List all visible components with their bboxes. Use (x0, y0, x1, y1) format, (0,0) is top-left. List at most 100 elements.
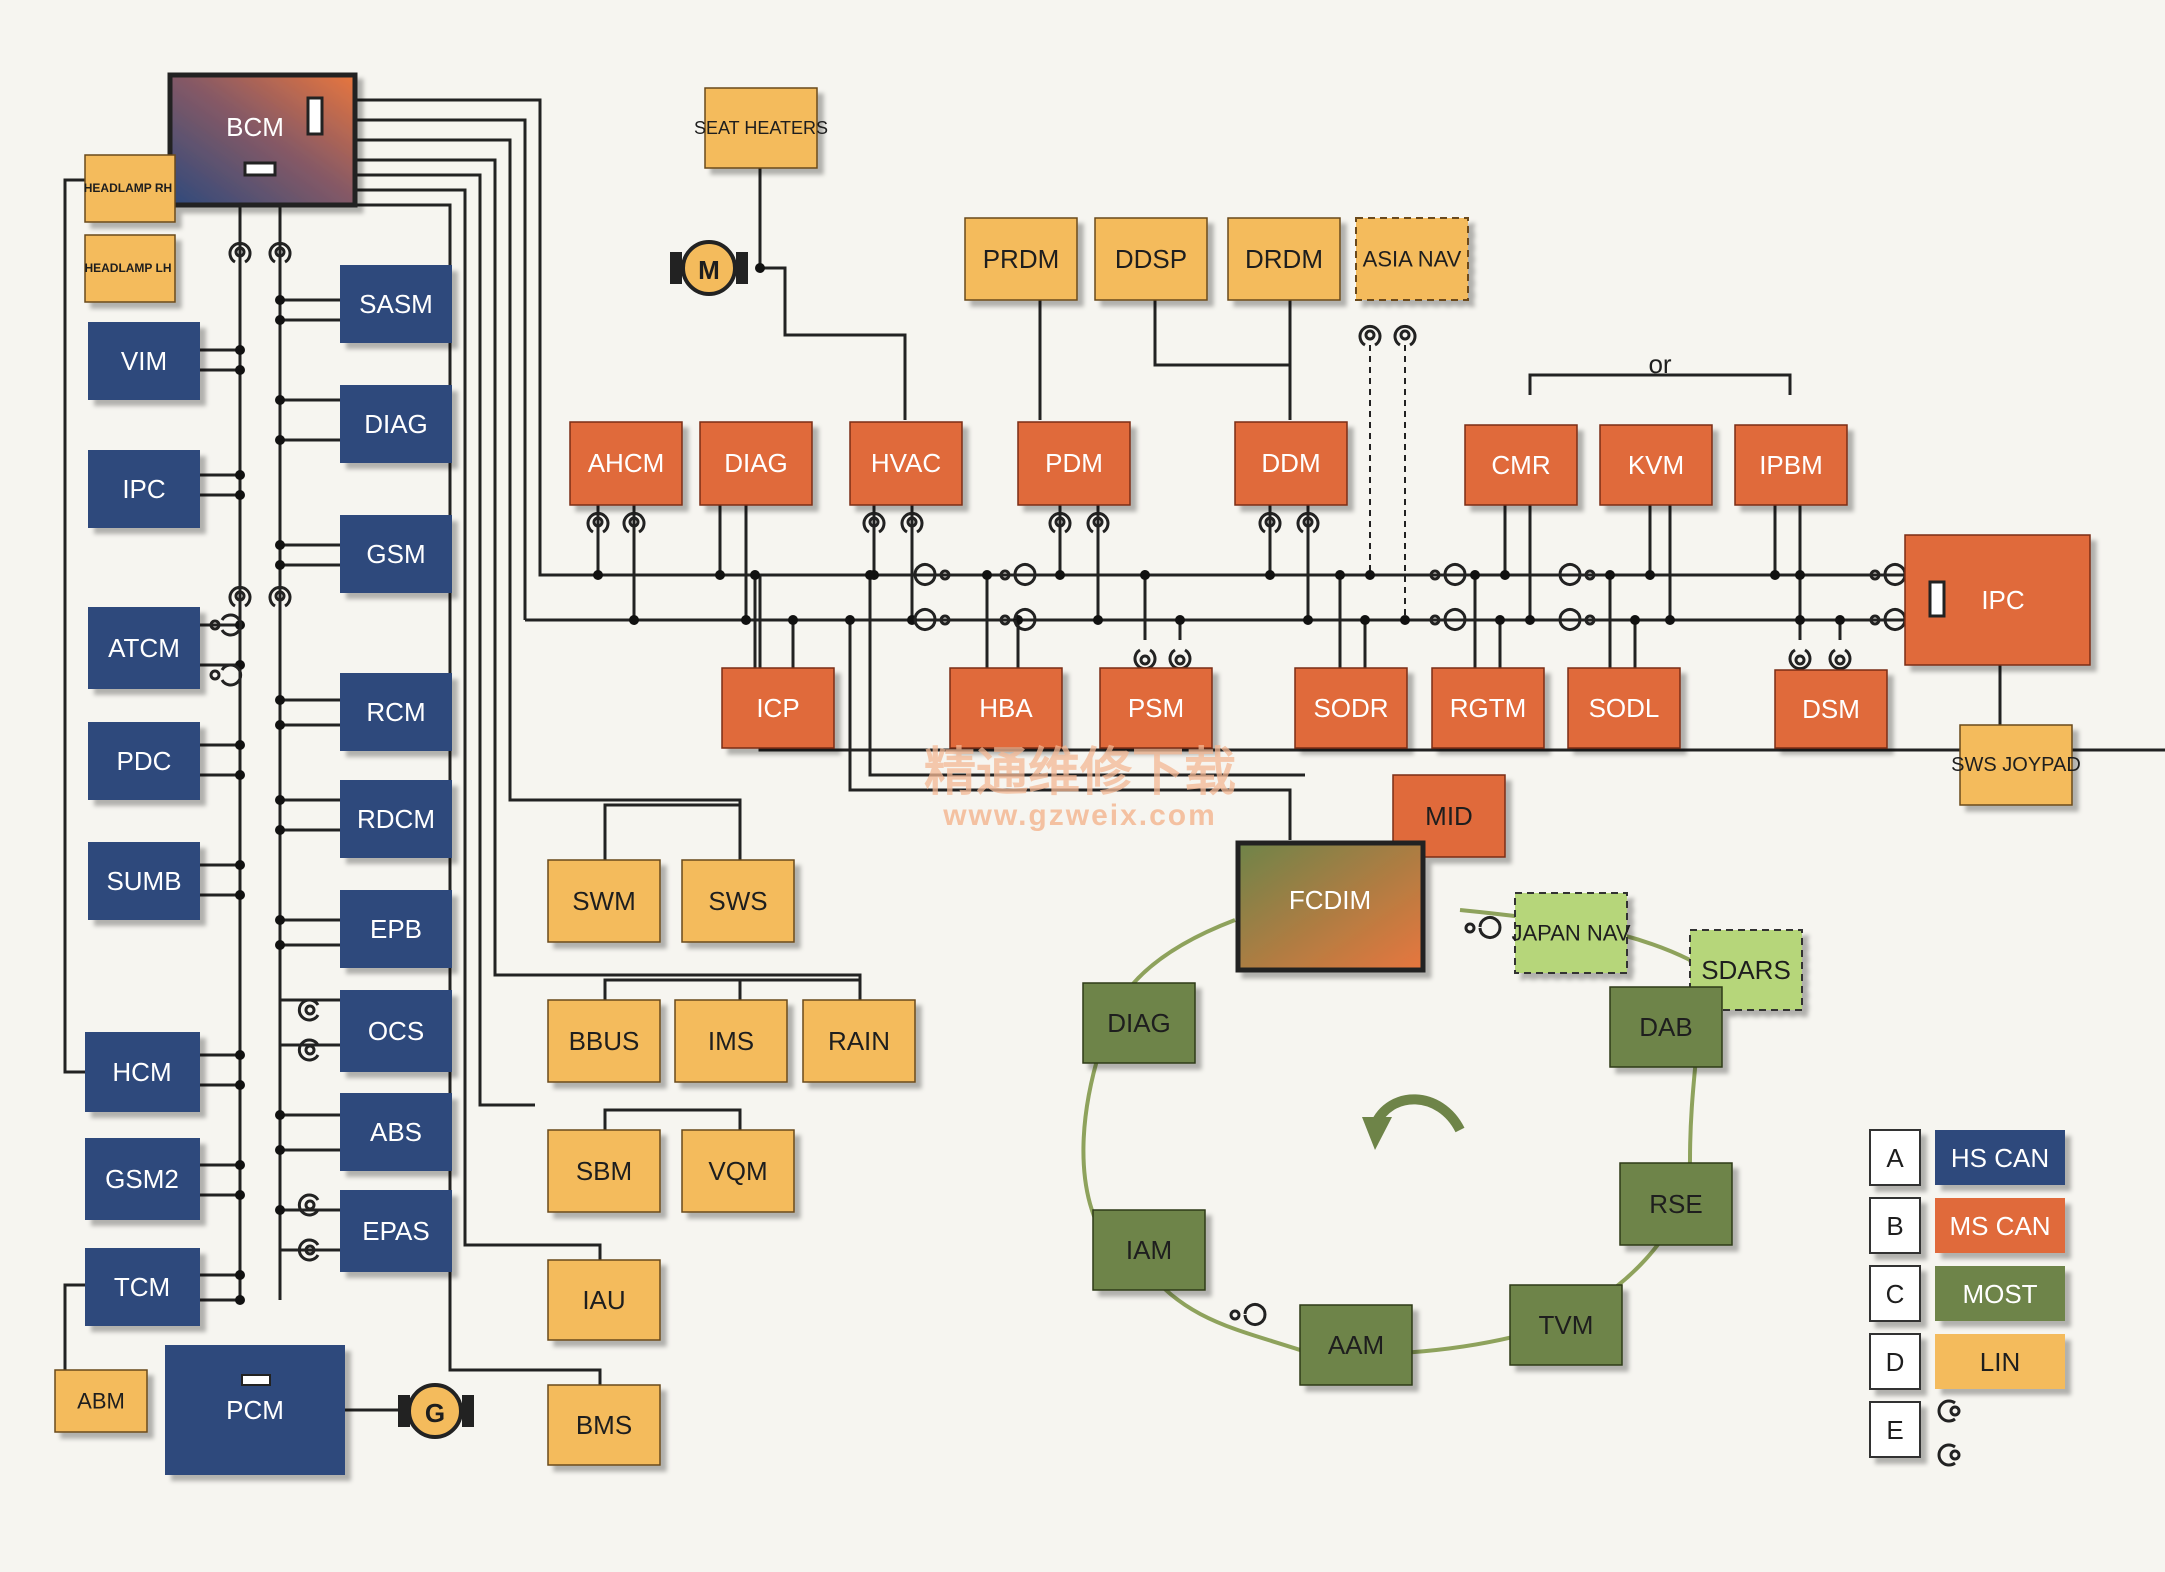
label-pdm: PDM (1045, 448, 1103, 478)
terminator-icon (297, 1038, 320, 1062)
modules (54, 72, 2091, 1475)
terminator-icon (1296, 511, 1320, 534)
module-sws (681, 859, 795, 943)
label-bcm: BCM (226, 112, 284, 142)
terminator-icon (862, 511, 886, 534)
label-sdars: SDARS (1701, 955, 1791, 985)
module-pdc (88, 722, 200, 800)
module-rgtm (1431, 667, 1545, 749)
label-ipbm: IPBM (1759, 450, 1823, 480)
terminator-icon (1358, 324, 1382, 347)
legend-label-lin: LIN (1980, 1347, 2020, 1377)
module-headlamp-lh (84, 234, 176, 303)
terminator-icon (209, 613, 243, 637)
label-vim: VIM (121, 346, 167, 376)
label-epb: EPB (370, 914, 422, 944)
terminator-icon (1788, 648, 1812, 671)
label-ims: IMS (708, 1026, 754, 1056)
legend-key-d: D (1886, 1347, 1905, 1377)
module-diag-most (1082, 982, 1196, 1064)
module-ddsp (1094, 217, 1208, 301)
legend-key-a: A (1886, 1143, 1904, 1173)
label-hcm: HCM (112, 1057, 171, 1087)
module-epas (340, 1190, 452, 1272)
terminator-icon (297, 998, 320, 1022)
module-pdm (1017, 421, 1131, 506)
label-sws: SWS (708, 886, 767, 916)
label-ipc-hs: IPC (122, 474, 165, 504)
legend-terminator-icon (1937, 1399, 1961, 1467)
module-atcm (88, 607, 200, 689)
motor-icon (670, 240, 748, 296)
junction-dots (235, 263, 1845, 1305)
terminator-icon (999, 563, 1037, 586)
label-psm: PSM (1128, 693, 1184, 723)
module-sumb (88, 842, 200, 920)
label-asia-nav: ASIA NAV (1363, 247, 1462, 272)
label-sws-joypad: SWS JOYPAD (1951, 754, 2081, 776)
module-rain (802, 999, 916, 1083)
label-abs: ABS (370, 1117, 422, 1147)
terminator-icon (1393, 324, 1417, 347)
terminator-icon (268, 585, 292, 608)
module-kvm (1599, 424, 1713, 506)
label-or: or (1648, 349, 1671, 379)
module-hvac (849, 421, 963, 506)
label-iam: IAM (1126, 1235, 1172, 1265)
label-iau: IAU (582, 1285, 625, 1315)
terminator-icon (1048, 511, 1072, 534)
module-sodl (1567, 667, 1681, 749)
legend-item-d (1869, 1333, 2065, 1390)
label-fcdim: FCDIM (1289, 885, 1371, 915)
label-icp: ICP (756, 693, 799, 723)
terminator-icon (1464, 916, 1502, 939)
label-sasm: SASM (359, 289, 433, 319)
module-sodr (1294, 667, 1408, 749)
module-drdm (1227, 217, 1341, 301)
label-dab: DAB (1639, 1012, 1692, 1042)
label-ahcm: AHCM (588, 448, 665, 478)
label-diag-hs: DIAG (364, 409, 428, 439)
label-pdc: PDC (117, 746, 172, 776)
terminator-icon (209, 663, 243, 687)
terminator-icon (913, 608, 951, 631)
label-gsm: GSM (366, 539, 425, 569)
label-hvac: HVAC (871, 448, 941, 478)
module-diag-hs (340, 385, 452, 463)
terminator-icon (1086, 511, 1110, 534)
module-vim (88, 322, 200, 400)
label-vqm: VQM (708, 1156, 767, 1186)
label-ddm: DDM (1261, 448, 1320, 478)
module-abs (340, 1093, 452, 1171)
label-tvm: TVM (1539, 1310, 1594, 1340)
module-rse (1619, 1162, 1733, 1246)
module-asia-nav (1355, 217, 1469, 301)
module-swm (547, 859, 661, 943)
legend-item-e (1869, 1401, 1921, 1458)
terminator-icon (1168, 648, 1192, 671)
module-dab (1609, 986, 1723, 1068)
module-ipc-hs (88, 450, 200, 528)
label-bbus: BBUS (569, 1026, 640, 1056)
module-ims (674, 999, 788, 1083)
module-labels: BCM HEADLAMP RH HEADLAMP LH SASM VIM DIA… (77, 112, 2081, 1440)
label-mid: MID (1425, 801, 1473, 831)
terminator-icon (1558, 563, 1596, 586)
legend-item-c (1869, 1265, 2065, 1322)
module-bcm (167, 72, 358, 208)
module-sws-joypad (1959, 724, 2073, 806)
terminator-icon (913, 563, 951, 586)
module-prdm (964, 217, 1078, 301)
terminator-icon (622, 511, 646, 534)
label-atcm: ATCM (108, 633, 180, 663)
terminator-icon (1133, 648, 1157, 671)
label-sodl: SODL (1589, 693, 1660, 723)
label-ipc-ms: IPC (1981, 585, 2024, 615)
label-japan-nav: JAPAN NAV (1512, 921, 1631, 946)
label-abm: ABM (77, 1389, 125, 1414)
module-vqm (681, 1129, 795, 1213)
label-diag-ms: DIAG (724, 448, 788, 478)
terminator-icon (268, 241, 292, 264)
label-rain: RAIN (828, 1026, 890, 1056)
label-sbm: SBM (576, 1156, 632, 1186)
